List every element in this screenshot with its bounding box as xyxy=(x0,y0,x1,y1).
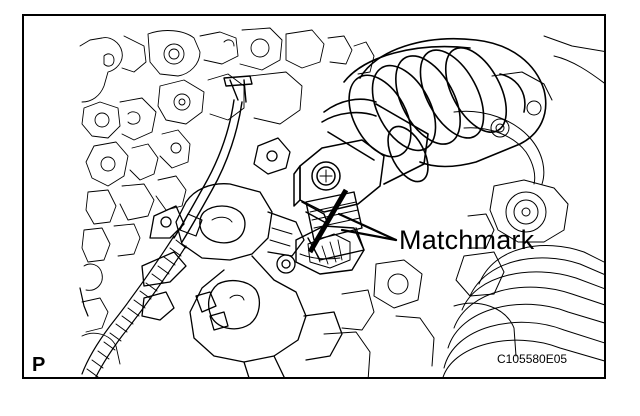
lock-nut xyxy=(295,225,365,275)
bearing-rings xyxy=(442,245,604,377)
figure-code: C105580E05 xyxy=(497,352,568,366)
engine-line-drawing xyxy=(79,27,604,377)
matchmark-bar xyxy=(307,188,349,254)
callout-leaders xyxy=(337,212,398,242)
brake-tube xyxy=(173,75,253,243)
matchmark-callout-label: Matchmark xyxy=(399,225,535,255)
knuckle-body xyxy=(141,137,343,377)
corrugated-cable xyxy=(79,213,203,377)
drive-shaft-boot xyxy=(321,37,547,185)
engine-background xyxy=(79,27,375,365)
joint-bracket xyxy=(293,139,385,225)
illustration-frame: Matchmark P C105580E05 xyxy=(22,14,606,379)
view-letter: P xyxy=(32,354,46,376)
housing-right xyxy=(323,35,604,377)
